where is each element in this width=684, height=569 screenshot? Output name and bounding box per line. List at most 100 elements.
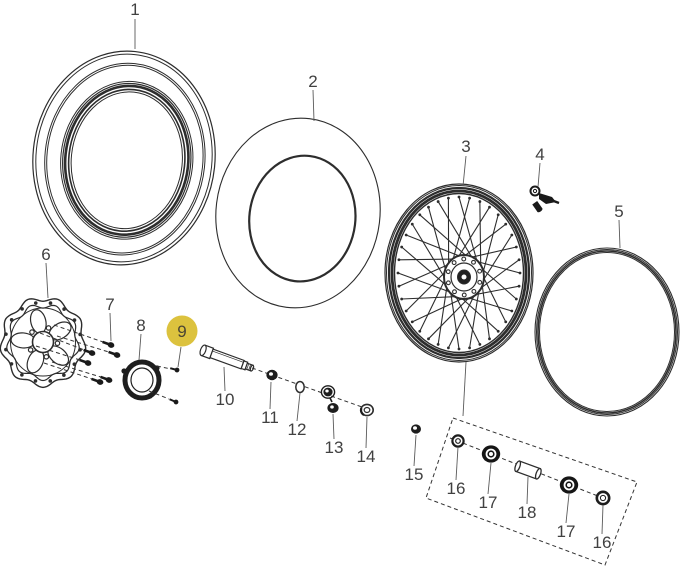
spoke-nipple: [504, 222, 508, 226]
disc-rivet: [48, 301, 53, 305]
callout-number[interactable]: 2: [308, 72, 317, 91]
callout-number[interactable]: 18: [518, 503, 537, 522]
spoke-nipple: [468, 196, 471, 200]
inner-tube: [215, 117, 381, 309]
spoke-nipple: [427, 205, 430, 209]
hub-hole: [445, 280, 451, 286]
spoked-wheel: [384, 183, 534, 363]
abs-sensor: [529, 185, 560, 213]
leader-line: [601, 504, 604, 535]
callout-number[interactable]: 12: [288, 420, 307, 439]
spoke: [398, 258, 455, 261]
callout-number[interactable]: 9: [177, 322, 186, 341]
brake-disc: [0, 298, 87, 389]
callout-14[interactable]: 14: [357, 416, 376, 466]
callout-13[interactable]: 13: [325, 413, 344, 457]
disc-bolt-hole: [29, 329, 35, 335]
disc-bolt-hole: [45, 325, 52, 331]
spoke: [452, 198, 471, 261]
disc-rivet: [9, 318, 14, 322]
hub-hole: [471, 259, 476, 265]
callout-number[interactable]: 5: [614, 202, 623, 221]
callout-16-left[interactable]: 16: [447, 446, 466, 498]
callout-number[interactable]: 6: [41, 245, 50, 264]
spoke: [469, 287, 480, 348]
leader-line: [455, 446, 459, 481]
wheel-to-box-line: [462, 361, 467, 417]
callout-number[interactable]: 16: [593, 533, 612, 552]
spoke: [437, 201, 474, 259]
pulse-ring: [121, 359, 162, 401]
spoke: [401, 296, 458, 300]
callout-2[interactable]: 2: [308, 72, 318, 122]
callout-11[interactable]: 11: [261, 381, 279, 427]
spoke: [481, 273, 507, 323]
spoke: [479, 201, 482, 270]
callout-12[interactable]: 12: [288, 392, 307, 439]
spoke-nipple: [518, 271, 522, 275]
callout-3[interactable]: 3: [461, 137, 471, 187]
callout-17-right[interactable]: 17: [557, 493, 576, 541]
callout-7[interactable]: 7: [105, 295, 115, 342]
disc-rivet: [48, 379, 53, 383]
callout-1[interactable]: 1: [130, 0, 140, 49]
leader-line: [223, 366, 226, 392]
spoke-nipple: [478, 343, 482, 346]
leader-line: [462, 155, 467, 187]
spoke-nipple: [436, 200, 440, 203]
callout-number[interactable]: 7: [105, 295, 114, 314]
callout-5[interactable]: 5: [614, 202, 624, 249]
callout-4[interactable]: 4: [535, 145, 545, 188]
callout-6[interactable]: 6: [41, 245, 51, 299]
callout-16-right[interactable]: 16: [593, 504, 612, 552]
callout-number[interactable]: 13: [325, 438, 344, 457]
wheel-hub: [443, 254, 485, 300]
callout-18[interactable]: 18: [518, 476, 537, 522]
disc-rivet: [20, 307, 24, 311]
disc-rivet: [62, 307, 66, 311]
callout-number[interactable]: 8: [136, 316, 145, 335]
hub-hole: [461, 292, 467, 298]
spoke: [481, 214, 499, 277]
spoke: [419, 277, 447, 332]
spoke-nipple: [517, 258, 521, 262]
callout-number[interactable]: 1: [130, 0, 139, 19]
leader-line: [296, 392, 301, 422]
bearing-left: [481, 445, 501, 463]
callout-number[interactable]: 11: [261, 408, 279, 427]
spoke-nipple: [427, 337, 430, 341]
leader-line: [526, 476, 529, 505]
callout-number[interactable]: 17: [479, 493, 498, 512]
spoke-nipple: [504, 320, 508, 324]
callout-17-left[interactable]: 17: [479, 462, 498, 512]
spoke: [470, 246, 517, 258]
spoke: [447, 293, 476, 349]
callout-9-selected[interactable]: 9: [166, 315, 198, 368]
callout-number[interactable]: 14: [357, 447, 376, 466]
disc-center-hole: [31, 330, 55, 354]
callout-8[interactable]: 8: [136, 316, 146, 361]
seal-left: [451, 434, 465, 448]
disc-bolt-dashed-lines: [35, 324, 113, 381]
disc-carrier-ring: [10, 307, 76, 377]
spoke: [477, 259, 520, 291]
disc-rivet: [62, 373, 66, 377]
callout-number[interactable]: 17: [557, 522, 576, 541]
leader-line: [365, 416, 368, 449]
callout-number[interactable]: 15: [405, 465, 424, 484]
leader-line: [312, 89, 315, 122]
callout-15[interactable]: 15: [405, 434, 424, 484]
spoke-nipple: [447, 196, 450, 200]
callout-number[interactable]: 3: [461, 137, 470, 156]
highlight-circle[interactable]: [166, 315, 198, 347]
spoke-nipple: [488, 205, 491, 209]
spoke-nipple: [404, 233, 408, 237]
disc-bolts: [79, 340, 121, 385]
callout-number[interactable]: 10: [216, 390, 235, 409]
callout-number[interactable]: 4: [535, 145, 544, 164]
spoke-nipple: [410, 222, 414, 226]
callout-number[interactable]: 16: [447, 479, 466, 498]
callout-10[interactable]: 10: [216, 366, 235, 409]
spoke: [467, 297, 512, 312]
spoke-nipple: [418, 213, 422, 217]
